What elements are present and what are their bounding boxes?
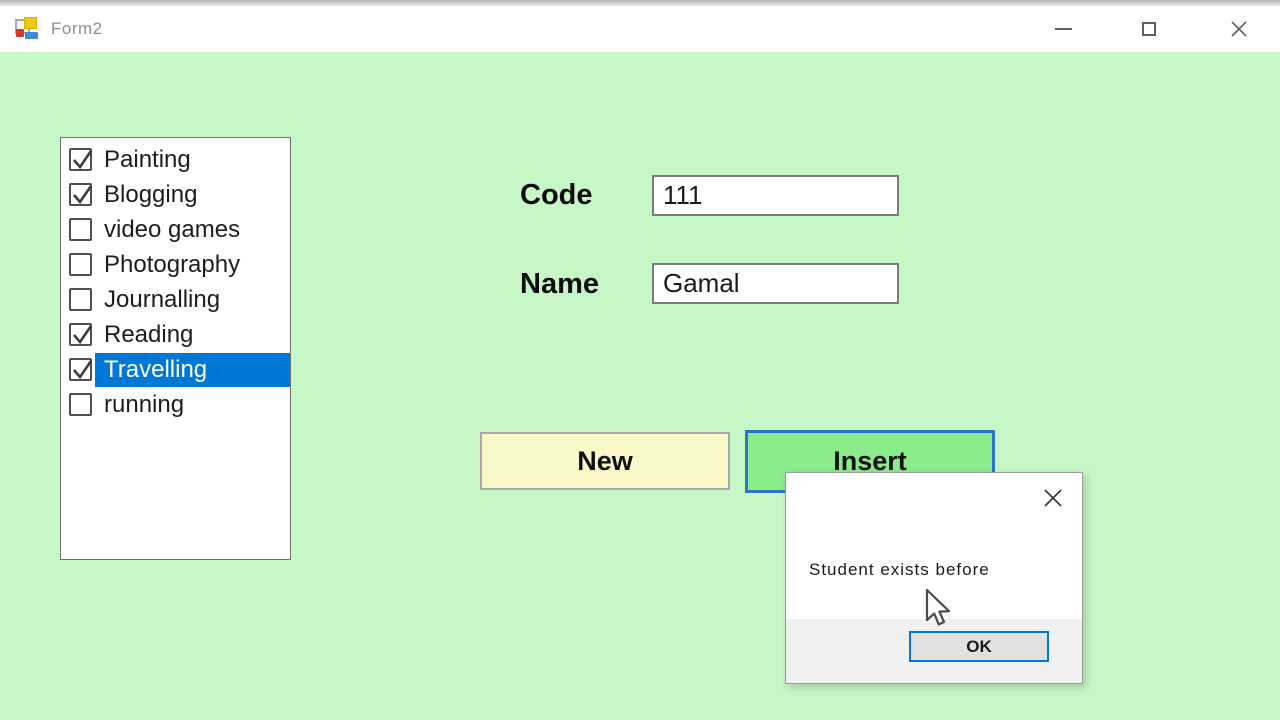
message-box: Student exists before OK bbox=[785, 472, 1083, 684]
app-icon bbox=[15, 17, 39, 41]
list-item[interactable]: video games bbox=[61, 212, 290, 247]
name-input[interactable] bbox=[652, 263, 899, 304]
list-item[interactable]: running bbox=[61, 387, 290, 422]
checkbox-icon[interactable] bbox=[69, 148, 93, 171]
screen-top-strip bbox=[0, 0, 1280, 6]
code-input[interactable] bbox=[652, 175, 899, 216]
maximize-icon bbox=[1142, 22, 1156, 36]
minimize-button[interactable] bbox=[1040, 6, 1086, 52]
list-item[interactable]: Photography bbox=[61, 247, 290, 282]
new-button[interactable]: New bbox=[480, 432, 730, 490]
dialog-message: Student exists before bbox=[809, 560, 990, 579]
list-item[interactable]: Painting bbox=[61, 142, 290, 177]
checkbox-icon[interactable] bbox=[69, 393, 92, 416]
list-item-label: Journalling bbox=[104, 285, 221, 313]
checkbox-icon[interactable] bbox=[69, 288, 92, 311]
list-item-label: Painting bbox=[104, 145, 191, 173]
arrow-cursor bbox=[923, 588, 953, 633]
hobbies-checked-listbox[interactable]: Painting Blogging video games Photograph… bbox=[60, 137, 291, 560]
ok-button[interactable]: OK bbox=[909, 631, 1049, 662]
checkbox-icon[interactable] bbox=[69, 358, 93, 381]
dialog-footer: OK bbox=[786, 619, 1082, 683]
checkbox-icon[interactable] bbox=[69, 323, 93, 346]
code-label: Code bbox=[520, 179, 593, 211]
list-item[interactable]: Blogging bbox=[61, 177, 290, 212]
checkbox-icon[interactable] bbox=[69, 218, 92, 241]
checkbox-icon[interactable] bbox=[69, 253, 92, 276]
list-item-label: video games bbox=[104, 215, 241, 243]
close-icon bbox=[1231, 21, 1247, 37]
close-button[interactable] bbox=[1216, 6, 1262, 52]
maximize-button[interactable] bbox=[1126, 6, 1172, 52]
list-item[interactable]: Reading bbox=[61, 317, 290, 352]
dialog-close-button[interactable] bbox=[1038, 483, 1068, 513]
list-item-label: Photography bbox=[104, 250, 241, 278]
list-item-label: Blogging bbox=[104, 180, 198, 208]
window-title: Form2 bbox=[51, 19, 103, 38]
checkbox-icon[interactable] bbox=[69, 183, 93, 206]
list-item[interactable]: Journalling bbox=[61, 282, 290, 317]
name-label: Name bbox=[520, 268, 599, 300]
list-item[interactable]: Travelling bbox=[61, 352, 290, 387]
close-icon bbox=[1044, 489, 1062, 507]
list-item-label: running bbox=[104, 390, 185, 418]
form-canvas: Painting Blogging video games Photograph… bbox=[0, 52, 1280, 720]
minimize-icon bbox=[1054, 28, 1072, 30]
list-item-label: Reading bbox=[104, 320, 194, 348]
titlebar: Form2 bbox=[0, 6, 1280, 52]
list-item-label: Travelling bbox=[95, 352, 290, 387]
